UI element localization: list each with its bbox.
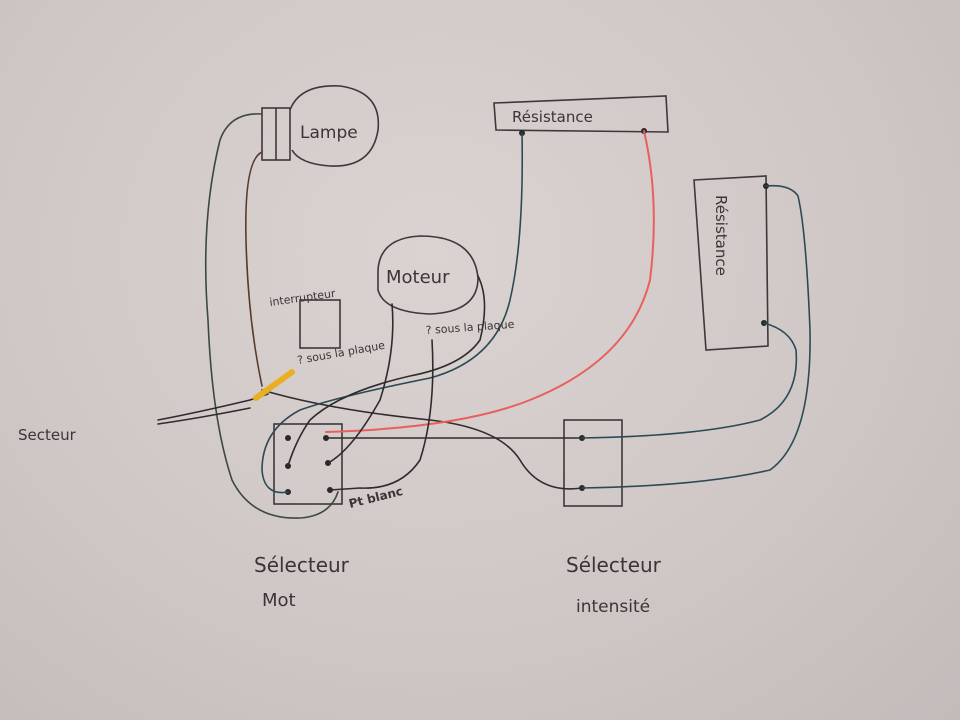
note-under-plate-1: ? sous la plaque bbox=[296, 339, 386, 367]
lamp-label: Lampe bbox=[300, 123, 358, 143]
switch-label: interrupteur bbox=[269, 287, 337, 309]
resistance-top: Résistance bbox=[493, 95, 669, 133]
wires bbox=[157, 113, 811, 519]
selector-intensity-label-1: Sélecteur bbox=[566, 553, 662, 577]
wire-connector bbox=[253, 369, 295, 401]
selector-intensity-box bbox=[563, 419, 623, 507]
switch-box bbox=[299, 299, 341, 349]
selector-motor-label-2: Mot bbox=[262, 590, 296, 611]
selector-intensity-label-2: intensité bbox=[576, 597, 650, 617]
motor: Moteur bbox=[377, 235, 479, 315]
resistance-right: Résistance bbox=[693, 175, 769, 351]
terminal bbox=[285, 435, 291, 441]
selector-intensity bbox=[563, 419, 623, 507]
resistance-top-label: Résistance bbox=[512, 108, 593, 126]
switch: interrupteur bbox=[269, 287, 341, 349]
resistance-right-label: Résistance bbox=[712, 195, 730, 276]
note-under-plate-2: ? sous la plaque bbox=[425, 318, 515, 337]
mains-label: Secteur bbox=[18, 426, 77, 444]
lamp: Lampe bbox=[261, 85, 380, 167]
motor-label: Moteur bbox=[386, 267, 450, 288]
selector-motor-label-1: Sélecteur bbox=[254, 553, 350, 577]
